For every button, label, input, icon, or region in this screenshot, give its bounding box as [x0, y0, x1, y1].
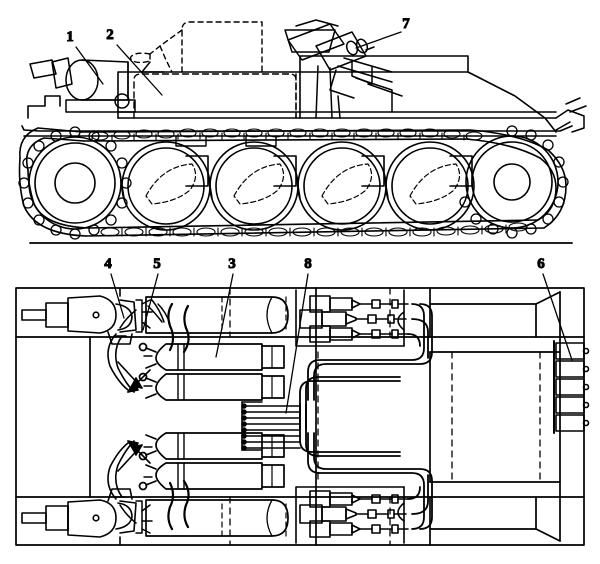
leader-line	[285, 273, 309, 414]
rear-flame-equipment	[287, 23, 403, 119]
callout-label-4: 4	[104, 256, 112, 272]
propellant-bottle	[138, 342, 285, 371]
fuel-tank	[145, 499, 289, 537]
callout-1[interactable]: 1	[66, 29, 104, 85]
plan-assembly-bottom	[21, 376, 433, 546]
leader-line	[215, 273, 234, 358]
road-wheels	[119, 141, 475, 231]
callout-label-3: 3	[228, 256, 236, 272]
flame-projector-mount	[29, 57, 136, 113]
hose-run	[167, 302, 190, 354]
sprocket-teeth	[18, 126, 132, 240]
terminal-pin	[241, 403, 301, 451]
callout-label-5: 5	[153, 256, 161, 272]
callout-label-2: 2	[106, 27, 114, 43]
pressure-regulator-valve	[309, 295, 409, 313]
hull-outline	[21, 55, 573, 137]
hose-run	[107, 333, 135, 393]
propellant-bottle	[138, 432, 285, 461]
pressure-regulator-valve	[309, 520, 409, 538]
callout-5[interactable]: 5	[142, 256, 161, 331]
side-view	[18, 19, 587, 244]
pipe-run	[299, 376, 433, 530]
control-terminal-block	[241, 401, 301, 451]
flow-arrow	[117, 440, 151, 472]
callout-7[interactable]: 7	[355, 16, 411, 49]
track-links-bottom	[100, 222, 528, 237]
callout-8[interactable]: 8	[285, 256, 312, 414]
rear-hull-detail	[555, 97, 587, 133]
propellant-bottle	[138, 372, 285, 401]
fuel-tank-compartment	[133, 73, 297, 119]
projector-linkage	[119, 500, 153, 534]
turret-phantom-outline	[129, 21, 263, 73]
pipe-run	[299, 303, 433, 457]
callout-6[interactable]: 6	[537, 256, 573, 361]
plan-centreline-dashes	[229, 287, 541, 546]
pressure-regulator-valve	[309, 325, 409, 343]
flow-arrow	[117, 361, 151, 393]
pressure-regulator-valve	[309, 490, 409, 508]
plan-view	[15, 287, 590, 546]
idler-teeth	[459, 125, 569, 239]
smoke-discharger-rack	[553, 340, 590, 434]
callout-layer: 1 2 7 4 5 3 8 6	[66, 16, 573, 414]
plan-hull-outline	[15, 287, 585, 546]
fuel-tank	[145, 296, 289, 334]
leader-line	[142, 273, 159, 331]
flame-projector	[21, 287, 137, 345]
track-links-top	[91, 128, 483, 142]
callout-label-1: 1	[66, 29, 74, 45]
callout-3[interactable]: 3	[215, 256, 236, 358]
valve-bay-frame	[295, 486, 405, 544]
callout-label-8: 8	[304, 256, 312, 272]
hose-run	[167, 479, 190, 531]
leader-line	[75, 46, 104, 85]
leader-line	[116, 44, 163, 96]
hose-run	[107, 440, 135, 500]
plan-assembly-top	[21, 287, 433, 457]
leader-line	[355, 31, 402, 49]
leader-line	[110, 273, 125, 319]
callout-label-7: 7	[402, 16, 410, 32]
callout-label-6: 6	[537, 256, 545, 272]
propellant-bottle	[138, 462, 285, 491]
flame-projector	[21, 488, 137, 546]
callout-2[interactable]: 2	[106, 27, 163, 96]
leader-line	[542, 273, 573, 361]
callout-4[interactable]: 4	[104, 256, 125, 319]
mudguard-supports	[175, 135, 277, 147]
